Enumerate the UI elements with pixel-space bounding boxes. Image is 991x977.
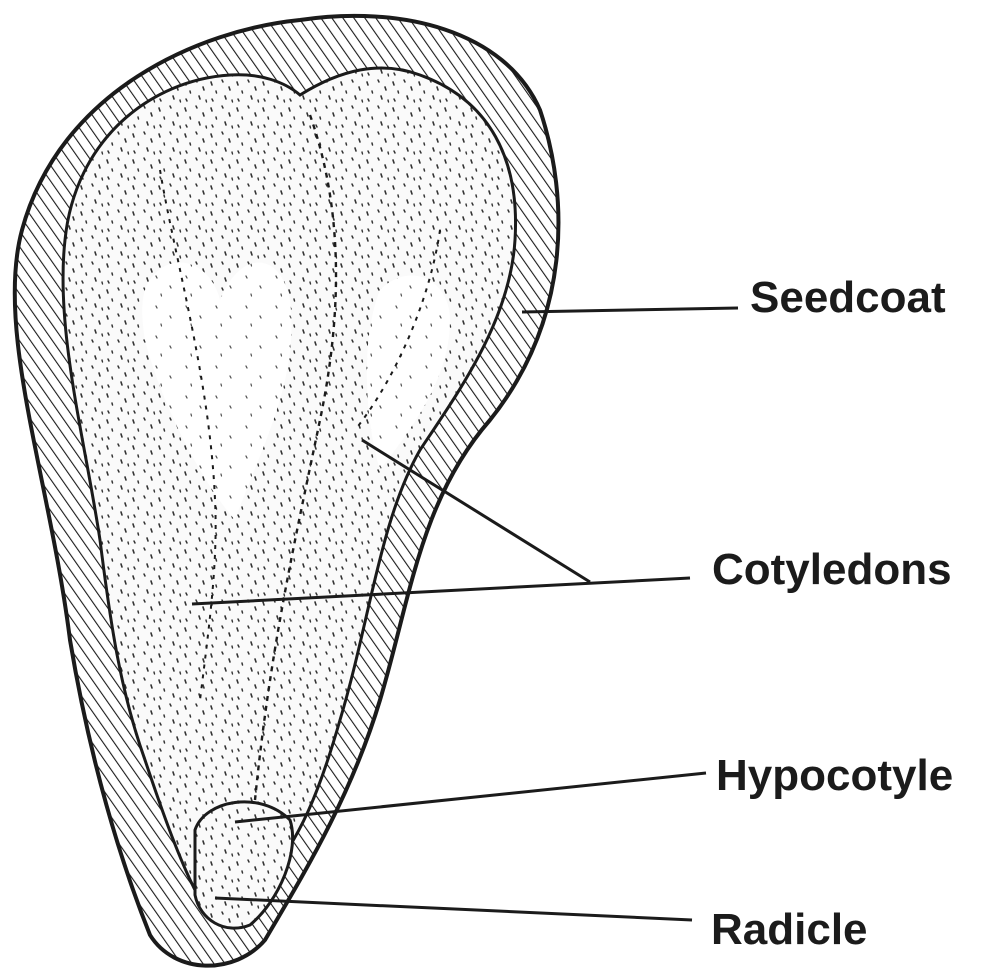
radicle-leader bbox=[215, 898, 692, 920]
radicle-label: Radicle bbox=[711, 905, 868, 954]
cotyledons-label: Cotyledons bbox=[712, 545, 952, 594]
seedcoat-leader bbox=[522, 308, 738, 312]
hypocotyle-label: Hypocotyle bbox=[716, 751, 953, 800]
seedcoat-label: Seedcoat bbox=[750, 273, 946, 322]
